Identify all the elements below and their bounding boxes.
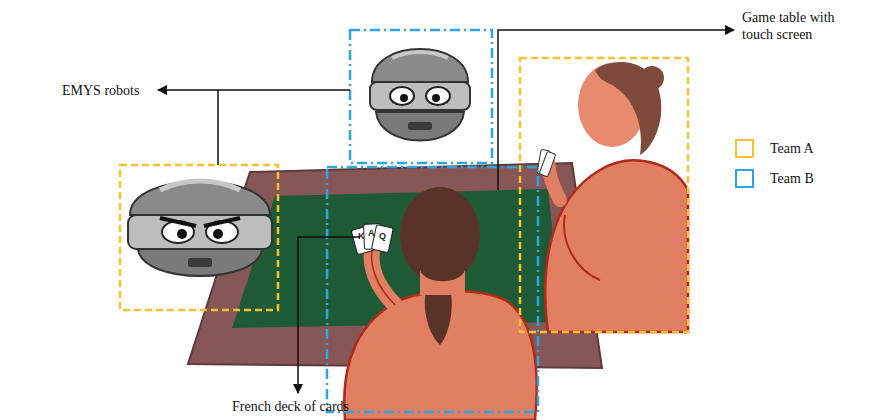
legend-swatch (735, 169, 754, 188)
team-box-part (350, 30, 492, 163)
callout-label: French deck of cards (232, 398, 349, 415)
leader-line (158, 30, 734, 393)
callout-label: Game table with touch screen (742, 9, 867, 43)
emys-robot-part (160, 181, 240, 190)
player-figure-part (539, 151, 556, 177)
emys-robot-part (432, 94, 440, 102)
emys-robot-part (372, 49, 468, 82)
legend-label: Team B (770, 170, 814, 187)
emys-robot-part (370, 82, 470, 110)
player-figure-part (400, 187, 480, 283)
team-box-part (327, 167, 538, 412)
leader-line-part (158, 89, 350, 91)
emys-robot-part (177, 229, 187, 239)
emys-robot (370, 49, 470, 141)
player-figure-part (372, 250, 395, 305)
emys-robot-part (138, 249, 262, 276)
legend: Team A Team B (735, 138, 814, 198)
emys-robot-part (130, 181, 270, 215)
callout-label: EMYS robots (62, 82, 139, 99)
player-figure-part (564, 215, 600, 280)
legend-swatch (735, 139, 754, 158)
card-hand (351, 224, 393, 255)
team-box-part (120, 165, 278, 310)
card-letter: Q (379, 231, 386, 241)
card-letter: A (368, 228, 375, 238)
player-figure-part (640, 66, 664, 90)
legend-entry: Team B (735, 168, 814, 188)
card-hand-part (371, 225, 393, 253)
emys-robot-part (390, 87, 414, 105)
emys-robot-part (213, 229, 223, 239)
emys-robot-part (204, 218, 240, 226)
emys-robot-part (160, 218, 196, 226)
legend-label: Team A (770, 140, 814, 157)
legend-entry: Team A (735, 138, 814, 158)
leader-line-part (498, 30, 734, 190)
emys-robot-part (376, 112, 464, 141)
emys-robot-part (188, 258, 212, 267)
emys-robot-part (400, 94, 408, 102)
player-figure-part (545, 160, 688, 332)
team-box-part (520, 58, 688, 332)
leader-line-part (217, 90, 219, 165)
emys-robot-part (392, 52, 448, 58)
card-letter: K (358, 231, 365, 241)
emys-robot-part (426, 87, 450, 105)
team-box (120, 30, 688, 412)
player-figure (344, 187, 536, 420)
player-figure-part (372, 250, 395, 305)
player-figure (537, 62, 688, 332)
player-figure-part (420, 270, 465, 295)
emys-robot-part (408, 122, 432, 130)
emys-robot (128, 181, 272, 276)
emys-robot-part (128, 215, 272, 249)
leader-line-part (298, 237, 360, 393)
